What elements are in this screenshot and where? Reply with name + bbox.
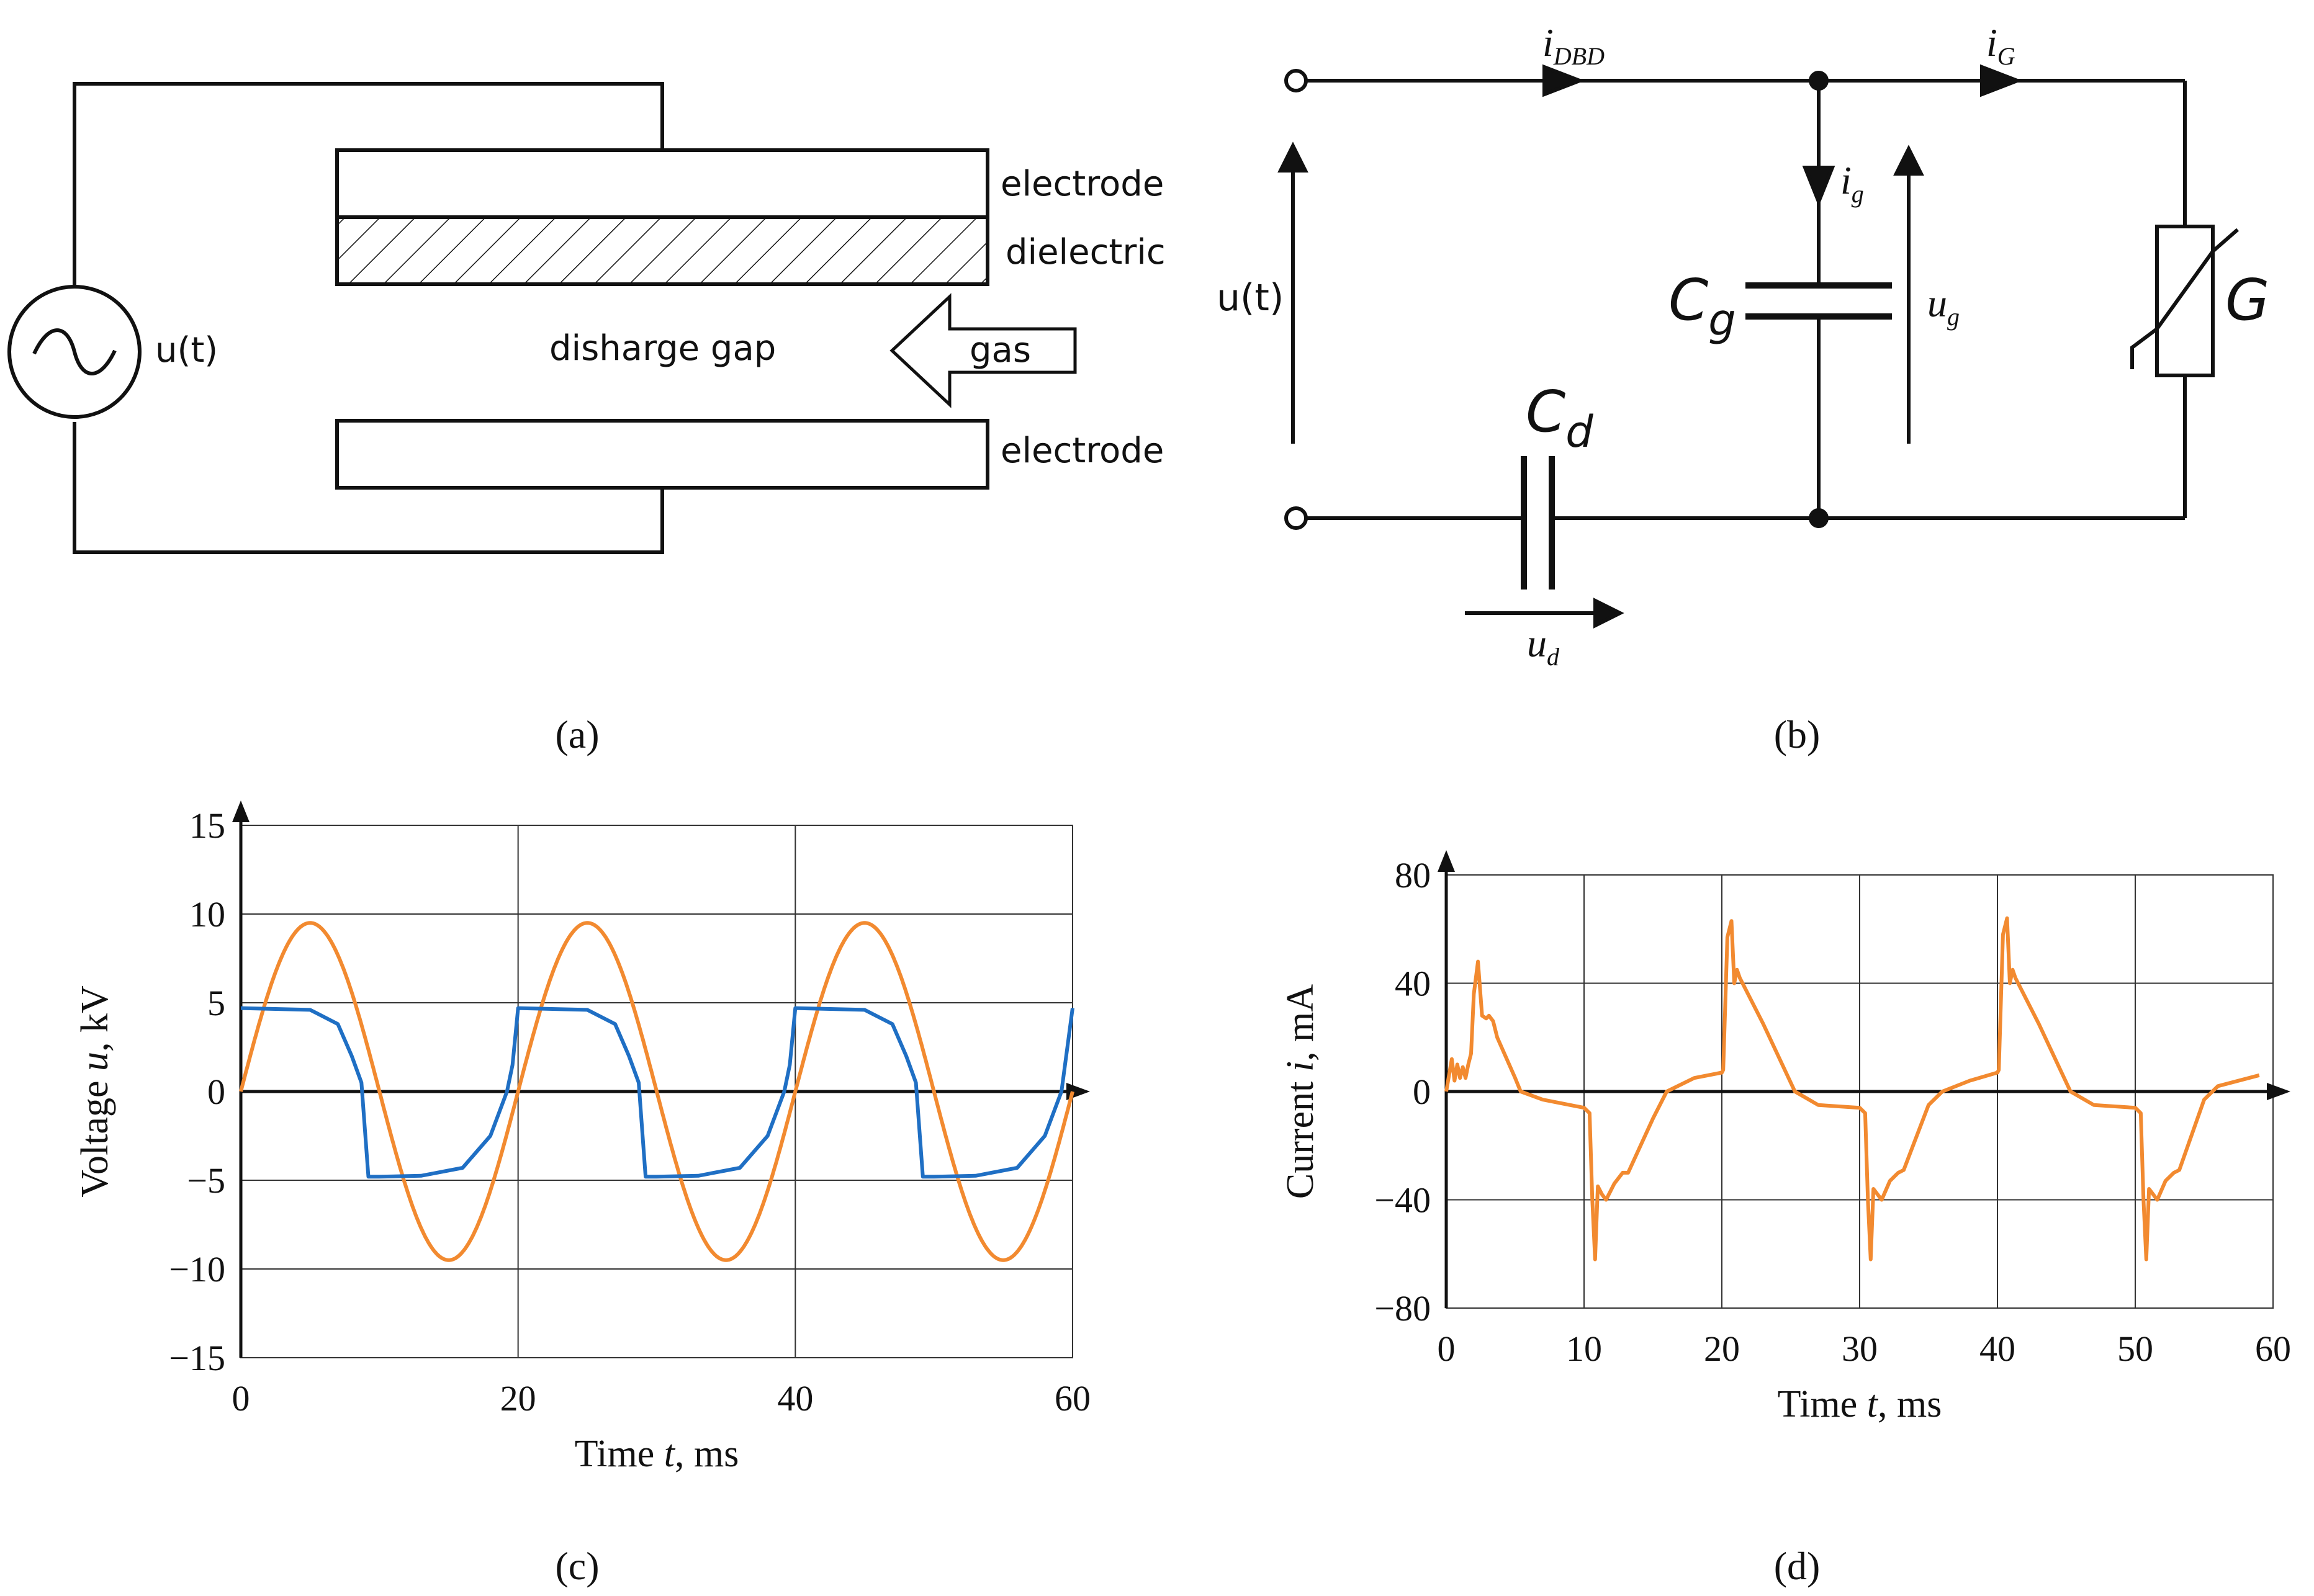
- ud-sub: d: [1547, 643, 1560, 671]
- svg-text:Cg: Cg: [1668, 267, 1736, 346]
- svg-text:iDBD: iDBD: [1542, 20, 1605, 70]
- iG-main: i: [1986, 20, 1997, 65]
- y-axis-arrow-icon: [232, 800, 250, 822]
- idbd-sub: DBD: [1553, 42, 1605, 70]
- electrode-bottom-label: electrode: [1001, 431, 1164, 471]
- x-tick-label: 60: [1055, 1378, 1091, 1419]
- y-tick-label: 15: [189, 805, 225, 846]
- svg-text:iG: iG: [1986, 20, 2015, 70]
- junction-bottom-icon: [1809, 508, 1829, 528]
- y-tick-label: 5: [207, 983, 225, 1023]
- x-axis-arrow-icon: [2267, 1083, 2290, 1100]
- gap-label: disharge gap: [549, 328, 776, 369]
- wire-bottom: [73, 422, 664, 554]
- arrow-iG-icon: [1980, 64, 2023, 97]
- ud-arrow-icon: [1593, 598, 1624, 629]
- ud-main: u: [1527, 621, 1547, 665]
- x-tick-label: 60: [2255, 1329, 2291, 1369]
- y-tick-label: −15: [169, 1338, 225, 1378]
- panel-a-labels: u(t) electrode dielectric disharge gap g…: [155, 164, 1166, 471]
- panel-a-caption: (a): [555, 712, 599, 756]
- wire-top: [73, 82, 664, 351]
- y-tick-label: 0: [207, 1072, 225, 1112]
- x-tick-label: 0: [232, 1378, 250, 1419]
- electrode-bottom: [335, 419, 989, 490]
- panel-b-labels: iDBD iG ig u(t) Cg ug G Cd ud: [1217, 20, 2269, 671]
- panel-c-caption: (c): [555, 1544, 599, 1588]
- y-tick-label: 0: [1413, 1072, 1431, 1112]
- varistor-slash-icon: [2130, 228, 2239, 369]
- terminal-top-icon: [1284, 69, 1308, 92]
- ig-main: i: [1840, 158, 1852, 202]
- panel-b-circuit: [1277, 64, 2239, 629]
- svg-text:Cd: Cd: [1526, 379, 1593, 457]
- x-tick-label: 30: [1842, 1329, 1878, 1369]
- varistor-body: [2155, 225, 2215, 377]
- y-tick-label: −5: [187, 1160, 225, 1201]
- x-axis-label: Time t, ms: [575, 1433, 739, 1475]
- dielectric-layer: [335, 215, 989, 286]
- y-axis-arrow-icon: [1438, 850, 1455, 872]
- ug-arrow-icon: [1893, 145, 1924, 176]
- x-tick-label: 0: [1438, 1329, 1456, 1369]
- ut-label: u(t): [1217, 276, 1284, 320]
- cd-main: C: [1526, 379, 1565, 445]
- series-line-1: [1444, 916, 2260, 1262]
- ig-sub: g: [1852, 180, 1864, 208]
- y-axis-label: Voltage u, kV: [74, 985, 116, 1198]
- x-tick-label: 40: [1979, 1329, 2015, 1369]
- y-tick-label: 40: [1395, 964, 1431, 1004]
- cd-sub: d: [1565, 406, 1593, 457]
- x-tick-label: 20: [1704, 1329, 1740, 1369]
- x-tick-label: 50: [2117, 1329, 2153, 1369]
- svg-text:ud: ud: [1527, 621, 1560, 671]
- x-axis-label: Time t, ms: [1778, 1383, 1942, 1425]
- y-axis-label: Current i, mA: [1279, 984, 1321, 1199]
- y-tick-label: 80: [1395, 855, 1431, 895]
- y-tick-label: −80: [1374, 1288, 1431, 1329]
- ug-main: u: [1927, 281, 1947, 325]
- ug-sub: g: [1947, 303, 1960, 331]
- cg-main: C: [1668, 267, 1708, 333]
- series-line-2: [240, 1006, 1074, 1179]
- svg-text:ug: ug: [1927, 281, 1960, 331]
- gas-label: gas: [970, 330, 1031, 370]
- series-line-1: [239, 921, 1074, 1262]
- sine-glyph-icon: [32, 328, 117, 375]
- x-tick-label: 10: [1566, 1329, 1602, 1369]
- x-tick-label: 40: [777, 1378, 813, 1419]
- y-tick-label: −10: [169, 1249, 225, 1289]
- g-label: G: [2225, 267, 2269, 333]
- idbd-main: i: [1542, 20, 1554, 65]
- arrow-ig-icon: [1802, 166, 1835, 207]
- junction-top-icon: [1809, 71, 1829, 91]
- arrow-idbd-icon: [1542, 64, 1585, 97]
- electrode-top-label: electrode: [1001, 164, 1164, 204]
- iG-sub: G: [1997, 42, 2015, 70]
- svg-text:ig: ig: [1840, 158, 1864, 208]
- dielectric-label: dielectric: [1006, 232, 1166, 272]
- panel-d-caption: (d): [1774, 1544, 1821, 1588]
- gas-arrow-icon: [889, 293, 1077, 408]
- y-tick-label: 10: [189, 894, 225, 935]
- x-tick-label: 20: [500, 1378, 536, 1419]
- panel-a-diagram: [7, 82, 1077, 554]
- ut-arrow-icon: [1277, 141, 1308, 173]
- cg-sub: g: [1708, 295, 1736, 346]
- electrode-top: [335, 148, 989, 219]
- y-tick-label: −40: [1374, 1180, 1431, 1221]
- source-label: u(t): [155, 330, 218, 370]
- terminal-bottom-icon: [1284, 506, 1308, 530]
- panel-b-caption: (b): [1774, 712, 1821, 756]
